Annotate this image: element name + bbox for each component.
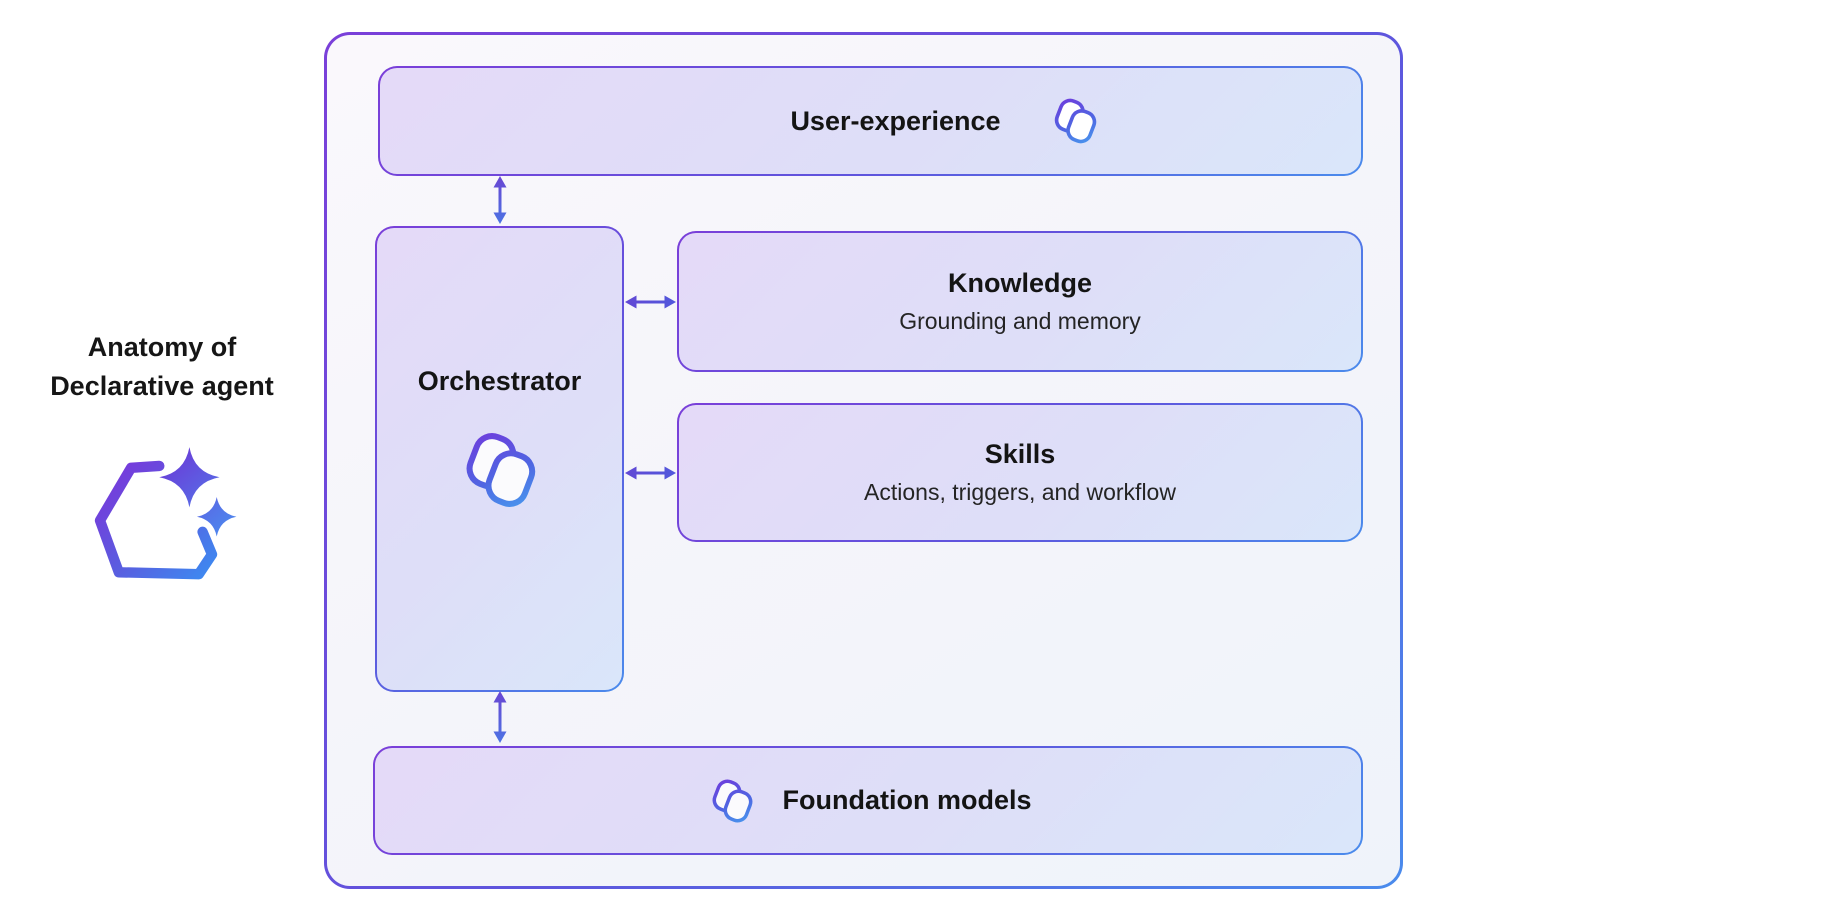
user-experience-box: User-experience <box>378 66 1363 176</box>
user-experience-content: User-experience <box>790 95 1102 147</box>
caption-line-2: Declarative agent <box>50 371 274 401</box>
arrow-left-right-icon <box>624 291 677 313</box>
arrow-up-down-icon <box>489 175 511 225</box>
foundation-models-title: Foundation models <box>782 785 1032 815</box>
user-experience-title: User-experience <box>790 105 1001 136</box>
orchestrator-title: Orchestrator <box>417 366 582 396</box>
skills-title: Skills <box>984 439 1056 469</box>
orchestrator-box: Orchestrator <box>375 226 624 692</box>
skills-box: Skills Actions, triggers, and workflow <box>677 403 1363 542</box>
declarative-agent-icon <box>84 442 244 584</box>
caption-line-1: Anatomy of <box>87 332 237 362</box>
knowledge-subtitle: Grounding and memory <box>899 308 1141 334</box>
knowledge-title: Knowledge <box>947 268 1092 298</box>
diagram-caption: Anatomy of Declarative agent <box>30 328 294 406</box>
copilot-icon <box>1047 95 1103 147</box>
foundation-models-box: Foundation models <box>373 746 1363 855</box>
copilot-icon <box>705 776 759 826</box>
arrow-left-right-icon <box>624 462 677 484</box>
skills-subtitle: Actions, triggers, and workflow <box>864 479 1176 505</box>
agent-anatomy-container: User-experience <box>324 32 1403 889</box>
foundation-models-content: Foundation models <box>705 776 1032 826</box>
copilot-icon <box>455 427 545 513</box>
knowledge-box: Knowledge Grounding and memory <box>677 231 1363 372</box>
arrow-up-down-icon <box>489 690 511 744</box>
